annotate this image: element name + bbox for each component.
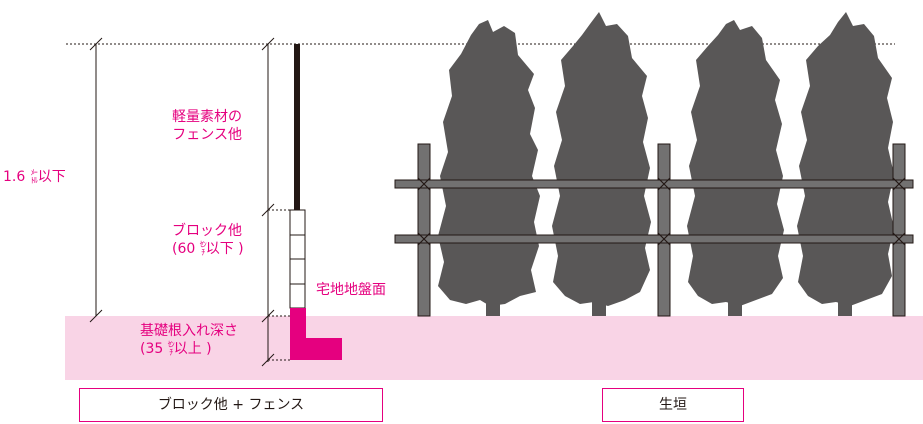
block-label-line1: ブロック他: [172, 223, 242, 239]
hedge-trunk-3: [728, 292, 742, 316]
block-height-value: (60: [172, 241, 196, 257]
caption-hedge: 生垣: [602, 388, 744, 422]
height-unit-bottom: ﾄﾙ: [30, 176, 38, 185]
block-unit-top: ｾﾝ: [199, 240, 207, 249]
foundation-label: 基礎根入れ深さ (35 ｾﾝ ﾁ 以上 ): [140, 322, 238, 358]
fence-label-line2: フェンス他: [172, 127, 242, 143]
hedge-trunk-2: [592, 292, 606, 316]
hedge-post-3: [892, 143, 906, 317]
foundation-unit-top: ｾﾝ: [167, 340, 175, 349]
hedge-trunk-4: [838, 292, 852, 316]
fence-tick-top: [261, 37, 275, 51]
hedge-rail-lower: [394, 234, 914, 244]
foundation-depth-value: (35: [140, 341, 164, 357]
foundation-label-line1: 基礎根入れ深さ: [140, 323, 238, 339]
foundation-depth-suffix: 以上 ): [173, 341, 212, 357]
foundation: [290, 308, 342, 360]
caption-block-fence: ブロック他 + フェンス: [79, 388, 383, 422]
ground-label: 宅地地盤面: [316, 282, 386, 298]
height-suffix: 以下: [37, 169, 66, 185]
hedge-post-1: [417, 143, 431, 317]
foundation-label-line2: (35 ｾﾝ ﾁ 以上 ): [140, 340, 238, 358]
dimension-tick-bottom: [89, 309, 103, 323]
block-label: ブロック他 (60 ｾﾝ ﾁ 以下 ): [172, 222, 244, 258]
hedge-frame: [394, 143, 914, 317]
height-limit-label: 1.6 ﾒｰ ﾄﾙ 以下: [3, 168, 66, 186]
block-height-suffix: 以下 ): [205, 241, 244, 257]
dimension-tick-top: [89, 37, 103, 51]
tie-4: [657, 232, 671, 246]
height-value: 1.6: [3, 169, 26, 185]
hedge-tree-1: [438, 20, 540, 306]
tie-5: [892, 177, 906, 191]
block-unit-bottom: ﾁ: [201, 248, 205, 257]
block-label-line2: (60 ｾﾝ ﾁ 以下 ): [172, 240, 244, 258]
fence-label-line1: 軽量素材の: [172, 109, 242, 125]
hedge-tree-3: [687, 20, 784, 306]
tie-6: [892, 232, 906, 246]
tie-3: [657, 177, 671, 191]
hedge-post-2: [657, 143, 671, 317]
hedge-ties: [417, 177, 906, 246]
fence-post: [294, 44, 300, 210]
height-unit-top: ﾒｰ: [30, 168, 38, 177]
hedge-trunk-1: [486, 292, 500, 316]
ground-band: [65, 316, 923, 380]
fence-label: 軽量素材の フェンス他: [172, 108, 242, 144]
hedge-tree-4: [797, 12, 894, 306]
tie-2: [417, 232, 431, 246]
hedge-rail-upper: [394, 179, 914, 189]
foundation-unit-bottom: ﾁ: [169, 348, 173, 357]
tie-1: [417, 177, 431, 191]
hedge-tree-2: [552, 12, 651, 306]
